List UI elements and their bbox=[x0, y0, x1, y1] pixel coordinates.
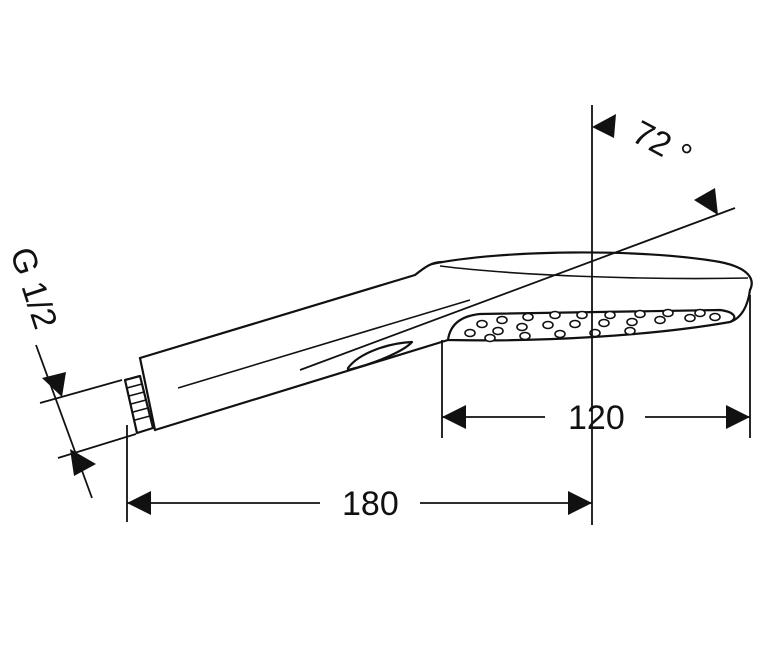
thread-label: G 1/2 bbox=[2, 243, 64, 334]
angle-label: 72 ° bbox=[626, 114, 698, 176]
thread-dimension: G 1/2 bbox=[2, 243, 137, 499]
handle-end bbox=[138, 356, 157, 432]
spray-face bbox=[446, 308, 736, 342]
handle-bottom-edge bbox=[153, 338, 450, 432]
head-top-surface bbox=[430, 251, 753, 292]
angle-arrow-left bbox=[592, 114, 616, 138]
head-top-inner bbox=[439, 265, 749, 280]
total-length-dimension: 180 bbox=[126, 425, 592, 523]
head-width-label: 120 bbox=[568, 399, 625, 437]
thread-arrow-top bbox=[42, 372, 66, 397]
shower-body bbox=[123, 251, 753, 435]
thread-connector bbox=[123, 374, 155, 435]
thread-arrow-bottom bbox=[70, 449, 96, 476]
angle-arrow-right bbox=[694, 188, 718, 215]
total-length-label: 180 bbox=[342, 485, 399, 523]
angled-reference-line bbox=[299, 207, 736, 371]
head-right-end bbox=[728, 288, 752, 324]
spray-nozzles bbox=[464, 308, 721, 343]
thread-dim-line bbox=[35, 344, 93, 499]
arrow-120-left bbox=[442, 405, 466, 429]
spray-selector-button bbox=[346, 340, 414, 372]
thread-ext-line-top bbox=[39, 379, 123, 404]
arrow-180-right bbox=[568, 491, 592, 515]
arrow-180-left bbox=[127, 491, 151, 515]
arrow-120-right bbox=[726, 405, 750, 429]
thread-ridges bbox=[126, 383, 151, 421]
head-width-dimension: 120 bbox=[441, 295, 751, 438]
handle-center-line bbox=[177, 299, 471, 389]
